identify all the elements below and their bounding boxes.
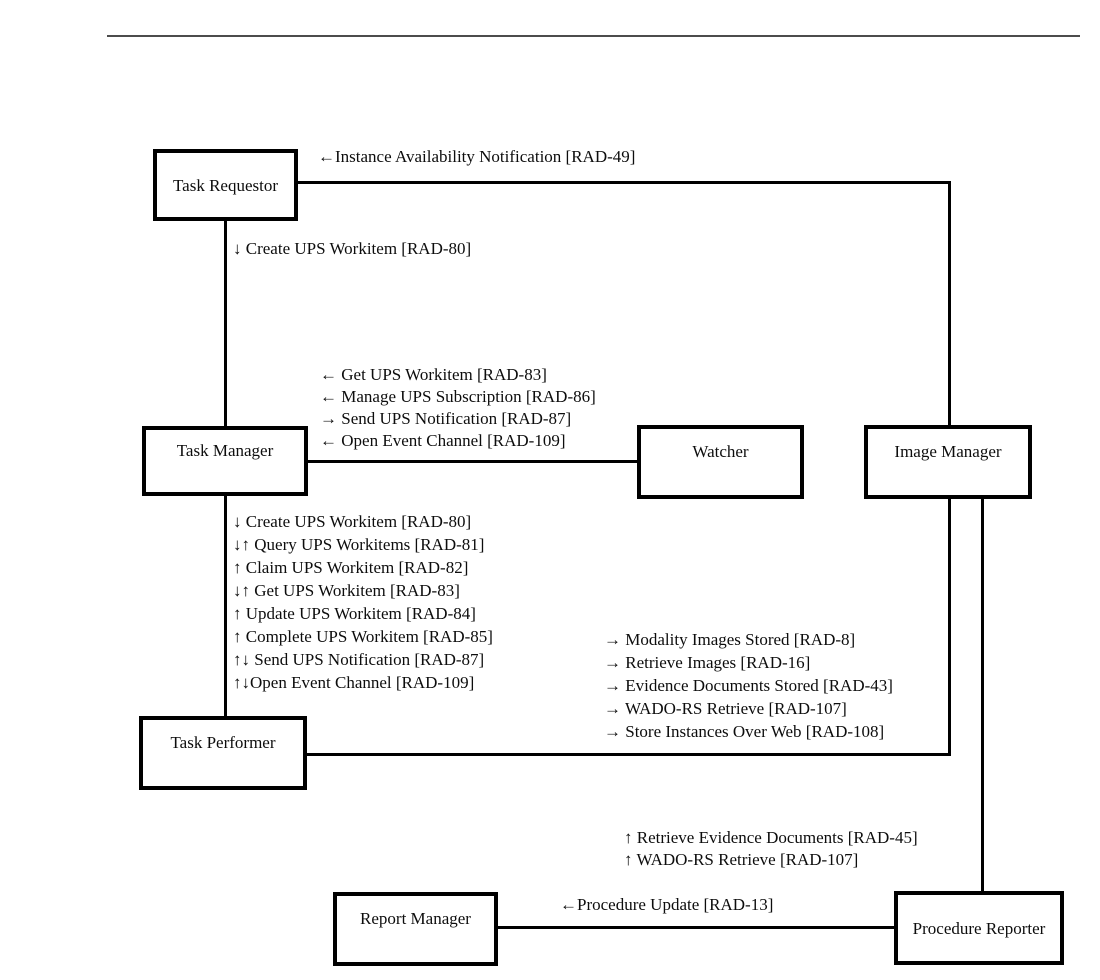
actor-report-manager: Report Manager (333, 892, 498, 966)
actor-task-manager: Task Manager (142, 426, 308, 496)
transaction-group-performer-image-manager: → Modality Images Stored [RAD-8] → Retri… (604, 630, 893, 741)
actor-task-requestor: Task Requestor (153, 149, 298, 221)
connector-performer-to-image-manager-vertical (948, 498, 951, 756)
connector-manager-to-performer (224, 495, 227, 718)
connector-performer-to-image-manager-horizontal (305, 753, 951, 756)
actor-watcher: Watcher (637, 425, 804, 499)
connector-requestor-to-image-manager-vertical (948, 181, 951, 427)
transaction-group-manager-performer: ↓ Create UPS Workitem [RAD-80] ↓↑ Query … (233, 512, 493, 692)
connector-manager-to-watcher (306, 460, 639, 463)
connector-requestor-to-manager (224, 221, 227, 428)
transaction-create-ups-workitem: ↓ Create UPS Workitem [RAD-80] (233, 239, 472, 258)
connector-requestor-to-image-manager-horizontal (297, 181, 951, 184)
transaction-instance-availability-notification: ←Instance Availability Notification [RAD… (318, 147, 636, 166)
page-top-rule (107, 35, 1080, 37)
connector-report-manager-to-procedure-reporter (496, 926, 896, 929)
actor-image-manager: Image Manager (864, 425, 1032, 499)
connector-image-manager-to-procedure-reporter (981, 498, 984, 893)
actor-procedure-reporter: Procedure Reporter (894, 891, 1064, 965)
transaction-procedure-update: ←Procedure Update [RAD-13] (560, 895, 774, 914)
transaction-group-reporter-image-manager: ↑ Retrieve Evidence Documents [RAD-45] ↑… (624, 828, 918, 869)
actor-task-performer: Task Performer (139, 716, 307, 790)
transaction-group-manager-watcher: ← Get UPS Workitem [RAD-83] ← Manage UPS… (320, 365, 596, 450)
